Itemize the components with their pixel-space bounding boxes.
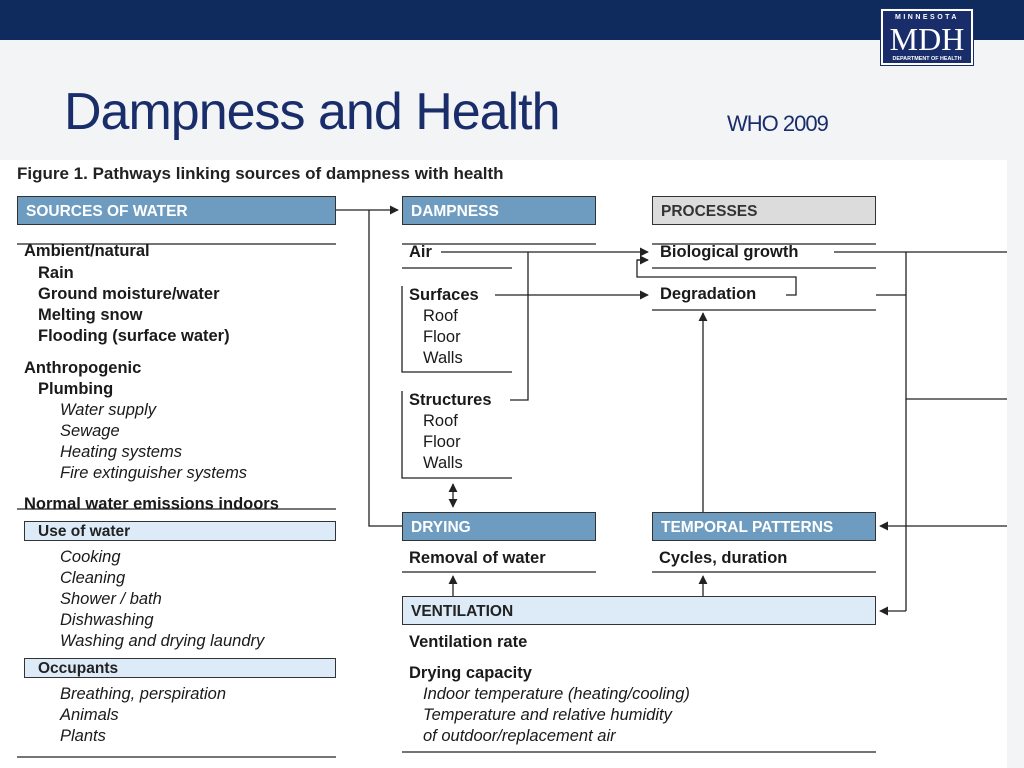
connector-lines bbox=[17, 205, 1007, 758]
sources-header: SOURCES OF WATER bbox=[17, 196, 336, 225]
structures-label: Structures bbox=[409, 391, 492, 409]
ambient-label: Ambient/natural bbox=[24, 242, 150, 260]
ambient-item: Ground moisture/water bbox=[38, 285, 220, 303]
degradation-label: Degradation bbox=[660, 285, 757, 303]
slide-citation: WHO 2009 bbox=[727, 111, 829, 136]
plumbing-item: Fire extinguisher systems bbox=[60, 464, 248, 482]
use-of-water-item: Shower / bath bbox=[60, 590, 162, 608]
figure-title: Figure 1. Pathways linking sources of da… bbox=[17, 164, 504, 183]
plumbing-item: Heating systems bbox=[60, 443, 182, 461]
occupants-header: Occupants bbox=[24, 658, 336, 678]
structures-item: Floor bbox=[423, 433, 461, 451]
drying-capacity-item: of outdoor/replacement air bbox=[423, 727, 616, 745]
ventilation-header: VENTILATION bbox=[402, 596, 876, 625]
surfaces-item: Roof bbox=[423, 307, 458, 325]
surfaces-label: Surfaces bbox=[409, 286, 479, 304]
occupants-item: Breathing, perspiration bbox=[60, 685, 227, 703]
use-of-water-header: Use of water bbox=[24, 521, 336, 541]
use-of-water-item: Cleaning bbox=[60, 569, 126, 587]
occupants-item: Plants bbox=[60, 727, 106, 745]
use-of-water-item: Washing and drying laundry bbox=[60, 632, 265, 650]
ambient-item: Rain bbox=[38, 264, 74, 282]
drying-capacity-item: Indoor temperature (heating/cooling) bbox=[423, 685, 690, 703]
processes-header: PROCESSES bbox=[652, 196, 876, 225]
plumbing-label: Plumbing bbox=[38, 380, 114, 398]
logo-main-text: MDH bbox=[890, 21, 965, 57]
normal-emissions-label: Normal water emissions indoors bbox=[24, 495, 279, 513]
anthropogenic-label: Anthropogenic bbox=[24, 359, 142, 377]
slide-title: Dampness and Health bbox=[64, 83, 561, 141]
ventilation-rate-label: Ventilation rate bbox=[409, 633, 528, 651]
air-label: Air bbox=[409, 243, 432, 261]
dampness-header: DAMPNESS bbox=[402, 196, 596, 225]
top-banner bbox=[0, 0, 1024, 40]
biological-growth-label: Biological growth bbox=[660, 243, 799, 261]
plumbing-item: Sewage bbox=[60, 422, 120, 440]
drying-header: DRYING bbox=[402, 512, 596, 541]
ambient-item: Flooding (surface water) bbox=[38, 327, 230, 345]
occupants-item: Animals bbox=[60, 706, 119, 724]
drying-capacity-label: Drying capacity bbox=[409, 664, 532, 682]
logo-top-text: MINNESOTA bbox=[895, 14, 959, 21]
structures-item: Walls bbox=[423, 454, 463, 472]
drying-capacity-item: Temperature and relative humidity bbox=[423, 706, 672, 724]
use-of-water-item: Dishwashing bbox=[60, 611, 154, 629]
mdh-logo: MINNESOTA MDH DEPARTMENT OF HEALTH bbox=[880, 8, 974, 66]
logo-bottom-text: DEPARTMENT OF HEALTH bbox=[893, 56, 962, 62]
plumbing-item: Water supply bbox=[60, 401, 156, 419]
ambient-item: Melting snow bbox=[38, 306, 143, 324]
pathways-figure: Figure 1. Pathways linking sources of da… bbox=[0, 160, 1007, 768]
structures-item: Roof bbox=[423, 412, 458, 430]
surfaces-item: Floor bbox=[423, 328, 461, 346]
temporal-patterns-header: TEMPORAL PATTERNS bbox=[652, 512, 876, 541]
use-of-water-item: Cooking bbox=[60, 548, 121, 566]
removal-of-water-label: Removal of water bbox=[409, 549, 546, 567]
cycles-duration-label: Cycles, duration bbox=[659, 549, 788, 567]
surfaces-item: Walls bbox=[423, 349, 463, 367]
